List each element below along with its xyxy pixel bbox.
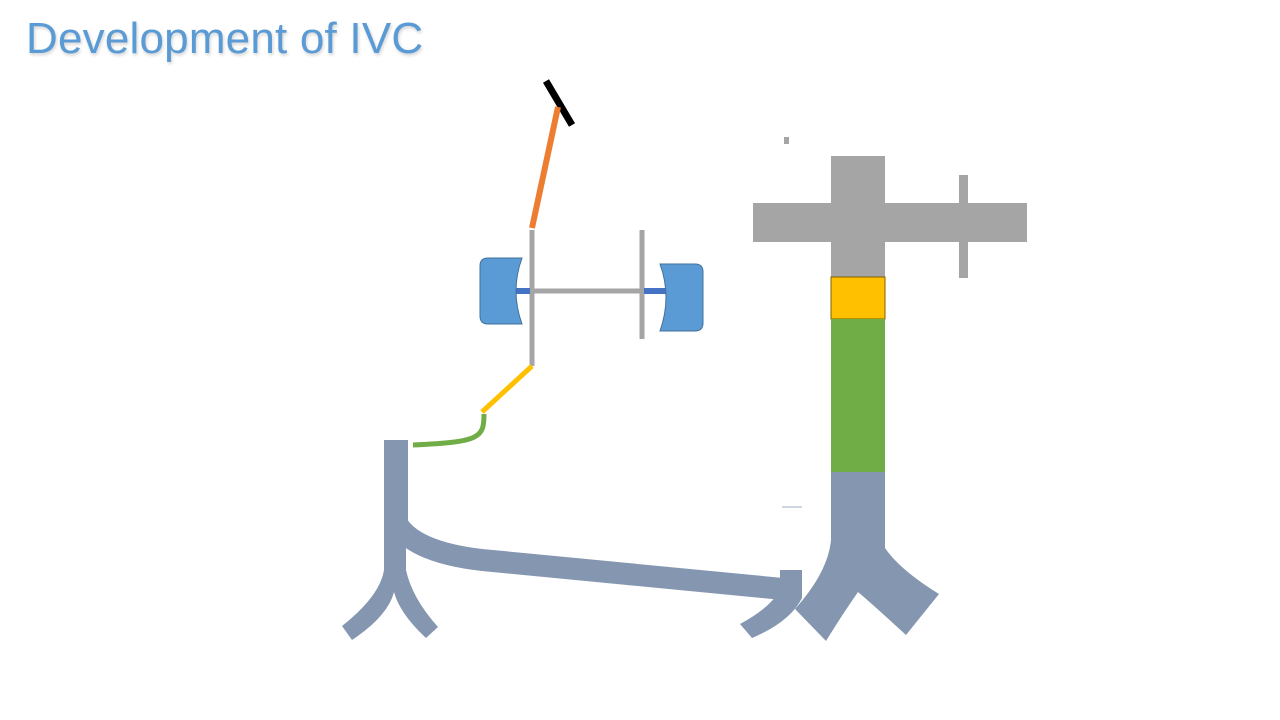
right-kidney: [659, 263, 704, 332]
faint-mark: [782, 506, 802, 508]
yellow-segment: [480, 364, 534, 414]
yellow-block: [830, 276, 886, 320]
adult-ivc: [740, 137, 1027, 641]
green-block: [831, 319, 885, 474]
crossing-vein: [386, 516, 795, 601]
grey-tick: [784, 137, 789, 144]
left-iliac-bifurcation: [342, 508, 438, 640]
ivc-left-branch: [740, 570, 802, 638]
slide-title: Development of IVC: [26, 14, 424, 63]
green-segment: [412, 413, 487, 448]
left-kidney: [479, 257, 523, 325]
orange-segment: [529, 106, 561, 229]
black-segment: [542, 79, 576, 127]
grey-horizontal-bar: [753, 203, 1027, 242]
grey-right-post: [959, 175, 968, 278]
embryonic-veins: [342, 79, 795, 640]
ivc-bifurcation: [795, 520, 939, 641]
